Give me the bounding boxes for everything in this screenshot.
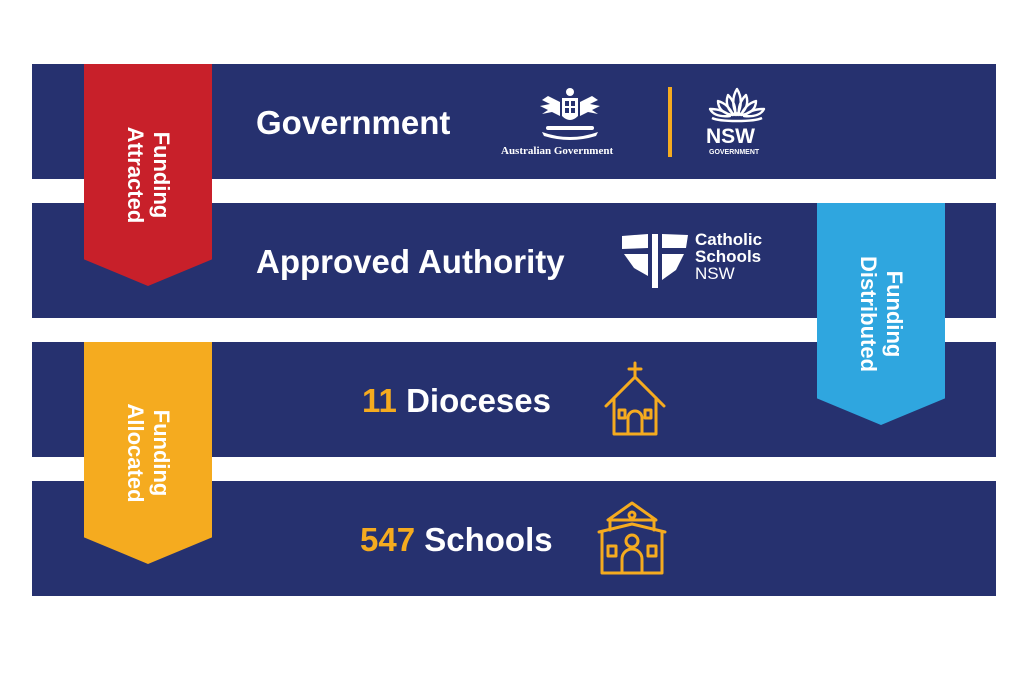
catholic-schools-line3: NSW bbox=[695, 264, 735, 283]
dioceses-label: 11 Dioceses bbox=[362, 384, 551, 417]
funding-attracted-ribbon: Funding Attracted bbox=[84, 64, 212, 286]
nsw-wordmark: NSW bbox=[706, 125, 755, 148]
funding-distributed-line2: Distributed bbox=[856, 255, 881, 373]
catholic-schools-line2: Schools bbox=[695, 247, 762, 266]
schools-text: Schools bbox=[424, 521, 553, 558]
schools-count: 547 bbox=[360, 521, 416, 558]
logo-divider bbox=[668, 87, 672, 157]
funding-allocated-ribbon: Funding Allocated bbox=[84, 342, 212, 564]
school-icon bbox=[596, 500, 668, 576]
dioceses-count: 11 bbox=[362, 382, 397, 419]
funding-distributed-label: Funding Distributed bbox=[855, 256, 907, 372]
funding-distributed-ribbon: Funding Distributed bbox=[817, 203, 945, 425]
australian-government-wordmark: Australian Government bbox=[501, 145, 614, 157]
nsw-government-wordmark: GOVERNMENT bbox=[709, 149, 760, 156]
catholic-schools-line1: Catholic bbox=[695, 230, 763, 249]
waratah-icon bbox=[704, 85, 770, 125]
funding-allocated-line1: Funding bbox=[149, 409, 174, 497]
funding-attracted-line1: Funding bbox=[149, 131, 174, 219]
funding-attracted-line2: Attracted bbox=[123, 126, 148, 224]
catholic-schools-wordmark: Catholic Schools NSW bbox=[695, 231, 762, 282]
government-label: Government bbox=[256, 104, 451, 141]
approved-authority-label: Approved Authority bbox=[256, 243, 565, 280]
funding-allocated-line2: Allocated bbox=[123, 403, 148, 503]
funding-distributed-line1: Funding bbox=[882, 270, 907, 358]
funding-attracted-label: Funding Attracted bbox=[122, 127, 174, 224]
schools-label: 547 Schools bbox=[360, 523, 553, 556]
catholic-schools-cross-icon bbox=[622, 232, 688, 290]
australian-government-crest-icon bbox=[532, 86, 608, 140]
dioceses-text: Dioceses bbox=[406, 382, 551, 419]
funding-allocated-label: Funding Allocated bbox=[122, 403, 174, 502]
church-icon bbox=[602, 360, 668, 438]
